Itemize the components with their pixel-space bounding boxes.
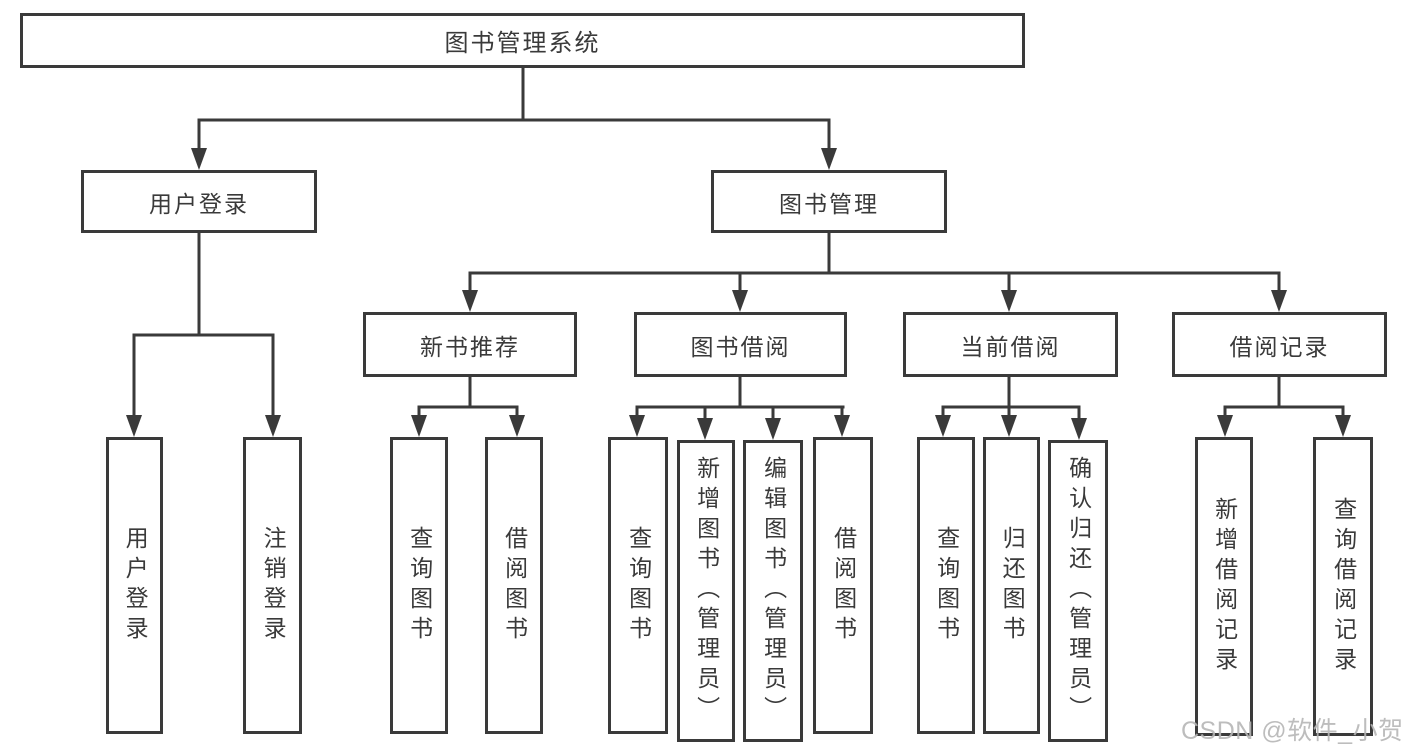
node-label: 新书推荐 bbox=[420, 333, 520, 360]
node-label: 借阅记录 bbox=[1229, 333, 1330, 360]
node-user-login: 用户登录 bbox=[81, 170, 317, 233]
connector-new-book-to-leaves bbox=[411, 377, 525, 437]
leaf-query-borrow-record: 查询借阅记录 bbox=[1313, 437, 1373, 736]
node-borrow-records: 借阅记录 bbox=[1172, 312, 1387, 377]
node-label: 当前借阅 bbox=[960, 333, 1061, 360]
connector-borrow-records-to-leaves bbox=[1217, 377, 1351, 437]
node-book-management: 图书管理 bbox=[711, 170, 947, 233]
node-label: 归还图书 bbox=[999, 525, 1026, 646]
connector-current-borrow-to-leaves bbox=[935, 377, 1087, 440]
node-new-book-recommend: 新书推荐 bbox=[363, 312, 577, 377]
connector-book-borrow-to-leaves bbox=[629, 377, 850, 440]
node-book-borrow: 图书借阅 bbox=[634, 312, 847, 377]
leaf-user-login: 用户登录 bbox=[106, 437, 163, 734]
connector-user-login-to-leaves bbox=[126, 233, 281, 437]
node-label: 查询图书 bbox=[625, 525, 652, 646]
node-label: 借阅图书 bbox=[830, 525, 857, 646]
node-label: 查询借阅记录 bbox=[1330, 496, 1357, 677]
leaf-query-books-recommend: 查询图书 bbox=[390, 437, 448, 734]
leaf-add-borrow-record: 新增借阅记录 bbox=[1195, 437, 1253, 736]
node-label: 查询图书 bbox=[933, 525, 960, 646]
leaf-return-books: 归还图书 bbox=[983, 437, 1040, 734]
node-current-borrow: 当前借阅 bbox=[903, 312, 1118, 377]
node-label: 注销登录 bbox=[260, 525, 287, 646]
leaf-edit-books-admin: 编辑图书（管理员） bbox=[743, 440, 803, 742]
leaf-query-books-borrow: 查询图书 bbox=[608, 437, 668, 734]
leaf-borrow-books-recommend: 借阅图书 bbox=[485, 437, 543, 734]
node-label: 用户登录 bbox=[149, 190, 249, 217]
node-label: 编辑图书（管理员） bbox=[760, 456, 787, 726]
node-label: 新增图书（管理员） bbox=[693, 456, 720, 726]
node-label: 确认归还（管理员） bbox=[1065, 456, 1092, 726]
csdn-watermark: CSDN @软件_小贺同学 bbox=[1181, 717, 1405, 745]
node-label: 借阅图书 bbox=[501, 525, 528, 646]
node-label: 新增借阅记录 bbox=[1211, 496, 1238, 677]
node-label: 查询图书 bbox=[406, 525, 433, 646]
node-label: 图书借阅 bbox=[690, 333, 791, 360]
leaf-query-books-current: 查询图书 bbox=[917, 437, 975, 734]
node-label: 图书管理 bbox=[779, 190, 879, 217]
connector-root-to-level2 bbox=[191, 68, 837, 170]
leaf-add-books-admin: 新增图书（管理员） bbox=[677, 440, 735, 742]
leaf-confirm-return-admin: 确认归还（管理员） bbox=[1048, 440, 1108, 742]
node-label: 图书管理系统 bbox=[444, 30, 601, 57]
leaf-logout: 注销登录 bbox=[243, 437, 302, 734]
connector-book-management-to-level3 bbox=[462, 233, 1287, 312]
node-library-management-system: 图书管理系统 bbox=[20, 13, 1025, 68]
node-label: 用户登录 bbox=[122, 525, 149, 646]
leaf-borrow-books: 借阅图书 bbox=[813, 437, 873, 734]
